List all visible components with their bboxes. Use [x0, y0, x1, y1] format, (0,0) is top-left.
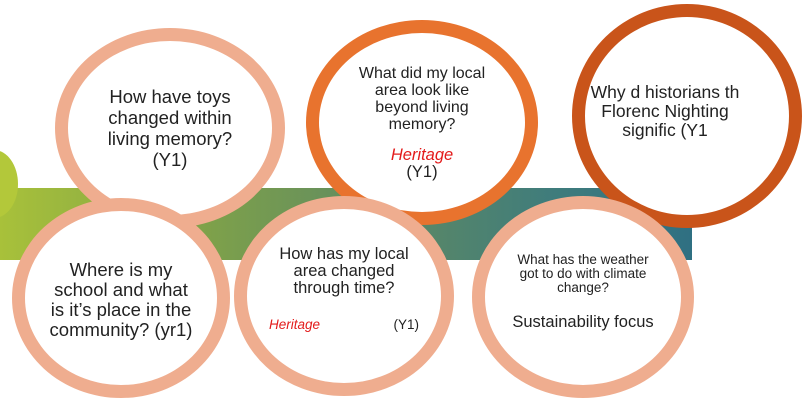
topic-question: How has my local area changed through ti… [279, 245, 409, 297]
heritage-label-block: Heritage (Y1) [390, 145, 454, 181]
topic-circle-toys: How have toys changed within living memo… [55, 28, 285, 228]
heritage-tag: Heritage [269, 317, 321, 332]
topic-question: What has the weather got to do with clim… [517, 252, 649, 295]
connector-band-end [0, 150, 18, 218]
year-label: (Y1) [393, 317, 419, 332]
topic-question: What did my local area look like beyond … [358, 64, 486, 133]
topic-question: Why d historians th Florenc Nighting sig… [590, 81, 740, 140]
topic-circle-local-area-change: How has my local area changed through ti… [234, 196, 454, 396]
topic-circle-school-community: Where is my school and what is it’s plac… [12, 198, 230, 398]
heritage-label-row: Heritage (Y1) [269, 317, 419, 332]
topic-circle-florence-nightingale: Why d historians th Florenc Nighting sig… [572, 4, 802, 228]
year-label: (Y1) [406, 162, 438, 181]
topic-question: How have toys changed within living memo… [107, 86, 233, 170]
topic-circle-weather-climate: What has the weather got to do with clim… [472, 196, 694, 398]
history-topics-diagram: Why d historians th Florenc Nighting sig… [0, 4, 802, 398]
heritage-tag: Heritage [390, 145, 454, 164]
topic-circle-local-area-past: What did my local area look like beyond … [306, 20, 538, 225]
sustainability-focus-label: Sustainability focus [512, 313, 654, 331]
topic-question: Where is my school and what is it’s plac… [49, 259, 193, 340]
